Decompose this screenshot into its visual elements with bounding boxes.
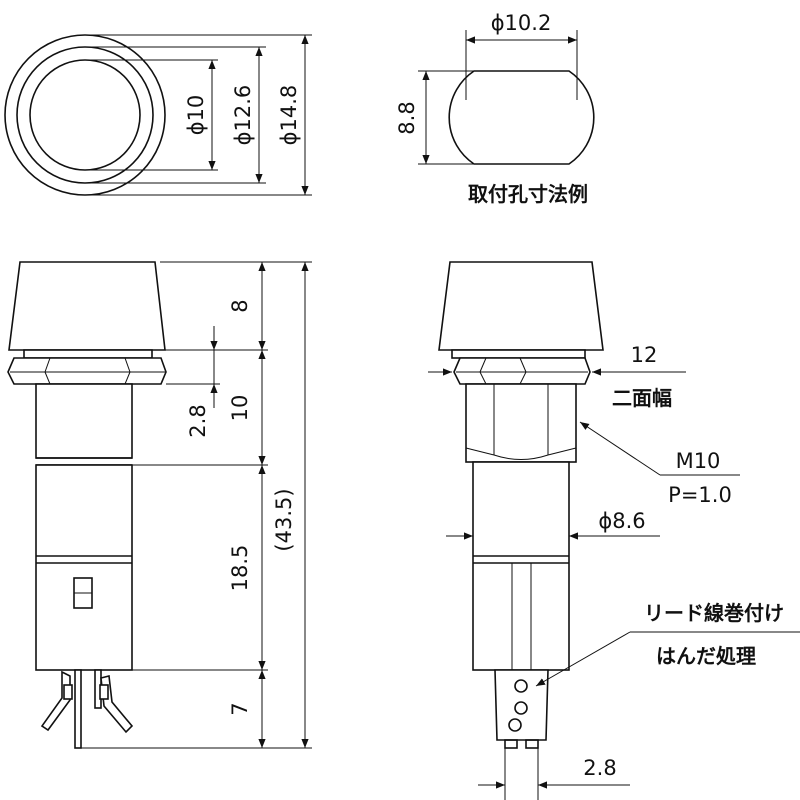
pins — [40, 669, 134, 749]
terminal-front — [494, 669, 549, 741]
dim-pin-length: 7 — [228, 702, 252, 715]
body-upper — [35, 383, 133, 459]
hex-nut-front — [453, 357, 591, 385]
thread-spec: M10 — [676, 449, 721, 473]
dim-nut-width: 12 — [631, 343, 658, 367]
dim-cap-height: 8 — [228, 299, 252, 312]
outer-ring — [4, 34, 166, 196]
lead-note-line2: はんだ処理 — [656, 644, 756, 668]
cap — [8, 261, 166, 351]
dim-d12-6: ϕ12.6 — [231, 85, 255, 146]
mounting-hole: ϕ10.2 8.8 取付孔寸法例 — [395, 11, 595, 206]
thread-front — [465, 383, 577, 463]
inner-ring — [29, 59, 141, 171]
body-front — [472, 461, 570, 671]
dim-body-length: 18.5 — [228, 545, 252, 592]
front-view: 12 二面幅 M10 P=1.0 ϕ8.6 リード線巻付け はんだ処理 2.8 — [428, 261, 800, 800]
cap-front — [438, 261, 604, 351]
hole-outline — [448, 70, 595, 165]
lead-note-line1: リード線巻付け — [644, 601, 784, 625]
top-view: ϕ10 ϕ12.6 ϕ14.8 — [4, 34, 312, 196]
flange — [23, 349, 153, 359]
dim-hole-width: ϕ10.2 — [491, 11, 552, 35]
body-lower — [35, 464, 133, 671]
dim-pin-pitch: 2.8 — [583, 756, 616, 780]
hex-nut — [7, 357, 167, 385]
dim-total-length: (43.5) — [272, 488, 296, 551]
thread-pitch: P=1.0 — [668, 483, 732, 507]
hole-caption: 取付孔寸法例 — [468, 182, 588, 206]
dim-d10: ϕ10 — [184, 95, 208, 136]
dim-hole-height: 8.8 — [395, 101, 419, 134]
nut-width-note: 二面幅 — [612, 386, 672, 410]
dim-body-diameter: ϕ8.6 — [598, 509, 645, 533]
middle-ring — [16, 46, 154, 184]
side-view: 8 10 18.5 7 2.8 (43.5) — [7, 261, 312, 749]
dim-d14-8: ϕ14.8 — [277, 85, 301, 146]
dim-nut-thickness: 2.8 — [186, 404, 210, 437]
dim-thread-length: 10 — [228, 395, 252, 422]
